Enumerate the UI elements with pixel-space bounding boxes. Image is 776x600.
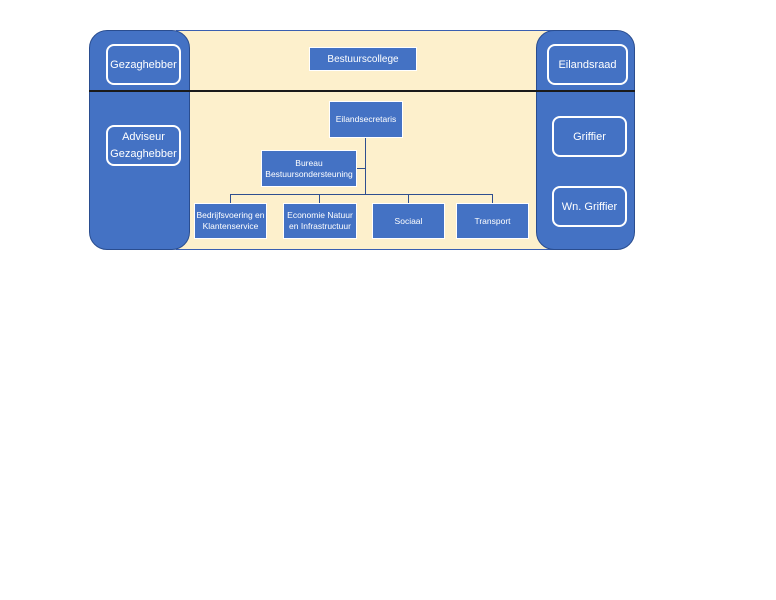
adviseur-label-line2: Gezaghebber [110, 147, 177, 160]
department-label-sociaal: Sociaal [394, 215, 423, 226]
connector-to-dept-3 [408, 194, 409, 204]
connector-vertical-main [365, 138, 366, 194]
wn-griffier-box: Wn. Griffier [552, 186, 627, 227]
connector-to-dept-2 [319, 194, 320, 204]
eilandsraad-label: Eilandsraad [558, 58, 617, 71]
connector-horizontal-bus [230, 194, 493, 195]
connector-to-bureau [356, 168, 366, 169]
gezaghebber-label: Gezaghebber [110, 58, 177, 71]
eilandsraad-box: Eilandsraad [547, 44, 628, 85]
gezaghebber-box: Gezaghebber [106, 44, 181, 85]
department-box-economie: Economie Natuur en Infrastructuur [283, 203, 357, 239]
wn-griffier-label: Wn. Griffier [561, 200, 618, 213]
connector-to-dept-1 [230, 194, 231, 204]
bureau-label-line1: Bureau [295, 157, 323, 168]
department-label-line1: Economie Natuur [287, 210, 353, 220]
bureau-label-line2: Bestuursondersteuning [265, 168, 353, 179]
department-label-transport: Transport [474, 215, 511, 226]
connector-to-dept-4 [492, 194, 493, 204]
eilandsecretaris-label: Eilandsecretaris [335, 114, 397, 124]
griffier-box: Griffier [552, 116, 627, 157]
bestuurscollege-box: Bestuurscollege [309, 47, 417, 71]
department-label-line1: Bedrijfsvoering en [196, 210, 265, 220]
bureau-bestuursondersteuning-box: Bureau Bestuursondersteuning [261, 150, 357, 187]
bestuurscollege-label: Bestuurscollege [327, 53, 399, 65]
adviseur-label-line1: Adviseur [122, 130, 165, 143]
department-box-transport: Transport [456, 203, 529, 239]
eilandsecretaris-box: Eilandsecretaris [329, 101, 403, 138]
griffier-label: Griffier [573, 130, 606, 143]
department-box-sociaal: Sociaal [372, 203, 445, 239]
section-divider [89, 90, 635, 92]
department-box-bedrijfsvoering: Bedrijfsvoering en Klantenservice [194, 203, 267, 239]
department-label-line2: en Infrastructuur [289, 221, 351, 231]
adviseur-gezaghebber-box: Adviseur Gezaghebber [106, 125, 181, 166]
department-label-line2: Klantenservice [202, 221, 259, 231]
